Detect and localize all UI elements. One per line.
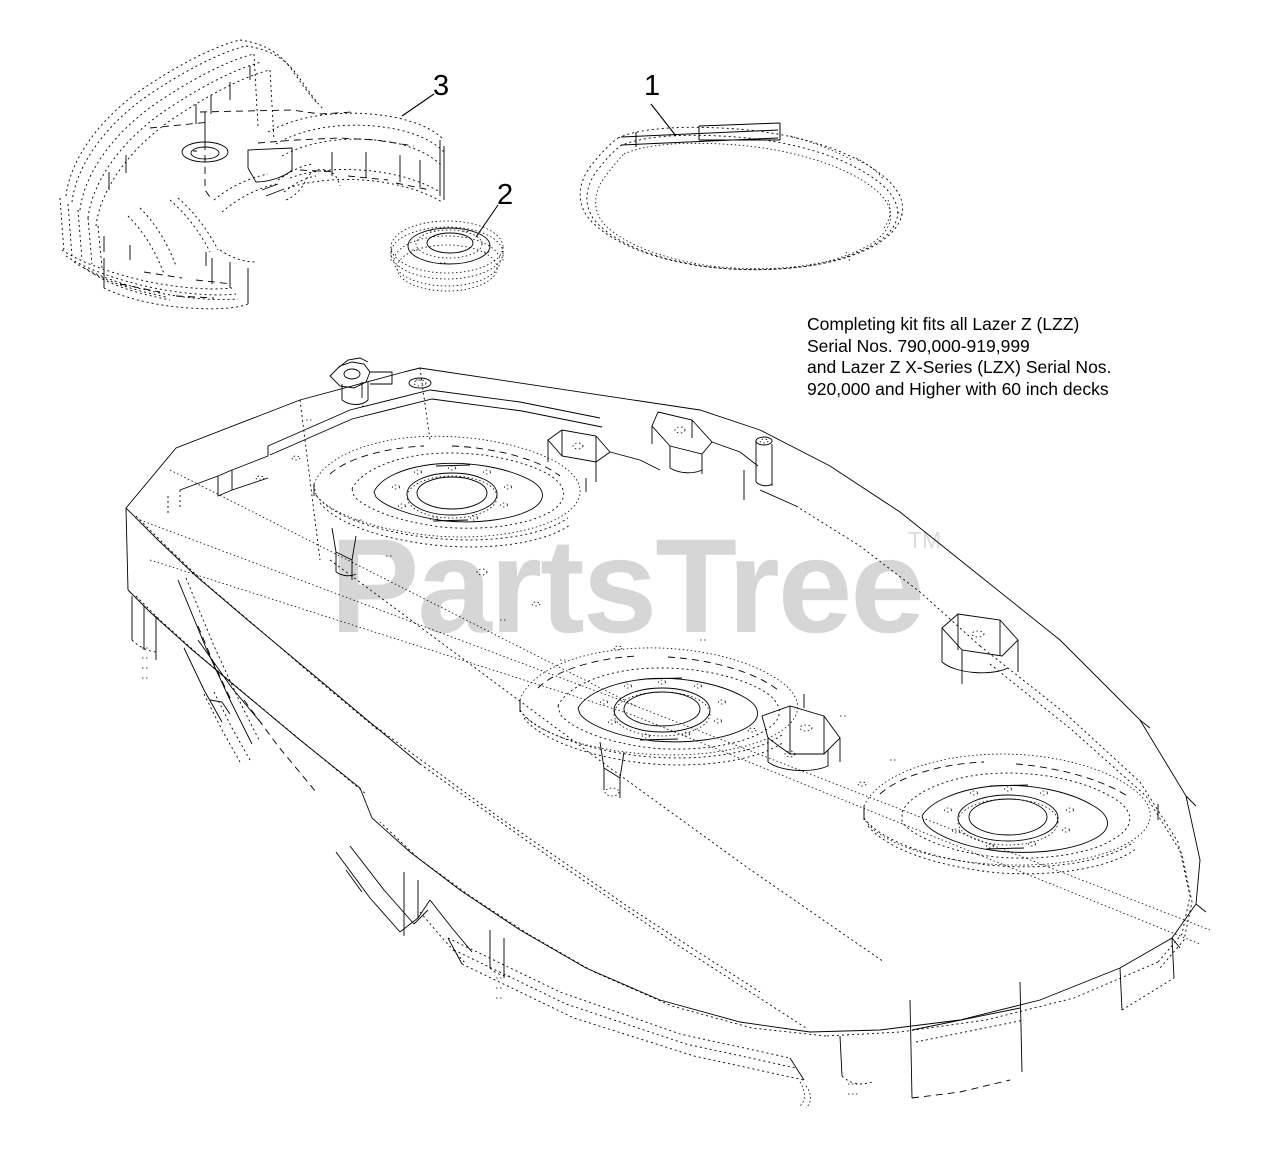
note-line-2: Serial Nos. 790,000-919,999 [807,335,1030,356]
leader-line-2 [475,204,499,238]
note-line-4: 920,000 and Higher with 60 inch decks [807,378,1109,399]
note-line-1: Completing kit fits all Lazer Z (LZZ) [807,314,1080,334]
fitment-note: Completing kit fits all Lazer Z (LZZ) Se… [807,314,1227,400]
callout-number-3: 3 [433,70,450,102]
part-deck-shell-baffle [59,39,445,310]
watermark-text: PartsTree [330,512,923,661]
spindle-housing-right [863,753,1159,875]
part-mower-deck-assembly [125,357,1211,1109]
watermark-trademark-icon: TM [908,527,941,553]
spindle-housing-left [313,435,587,548]
watermark: PartsTree TM [330,512,941,661]
part-drive-belt [579,122,904,271]
part-pulley-sheave [390,220,504,292]
leader-line-1 [650,103,677,137]
spindle-housing-center [519,647,805,766]
note-line-3: and Lazer Z X-Series (LZX) Serial Nos. [807,357,1112,377]
leader-line-3 [401,93,435,117]
callout-number-1: 1 [644,70,661,102]
callout-number-2: 2 [497,179,514,211]
